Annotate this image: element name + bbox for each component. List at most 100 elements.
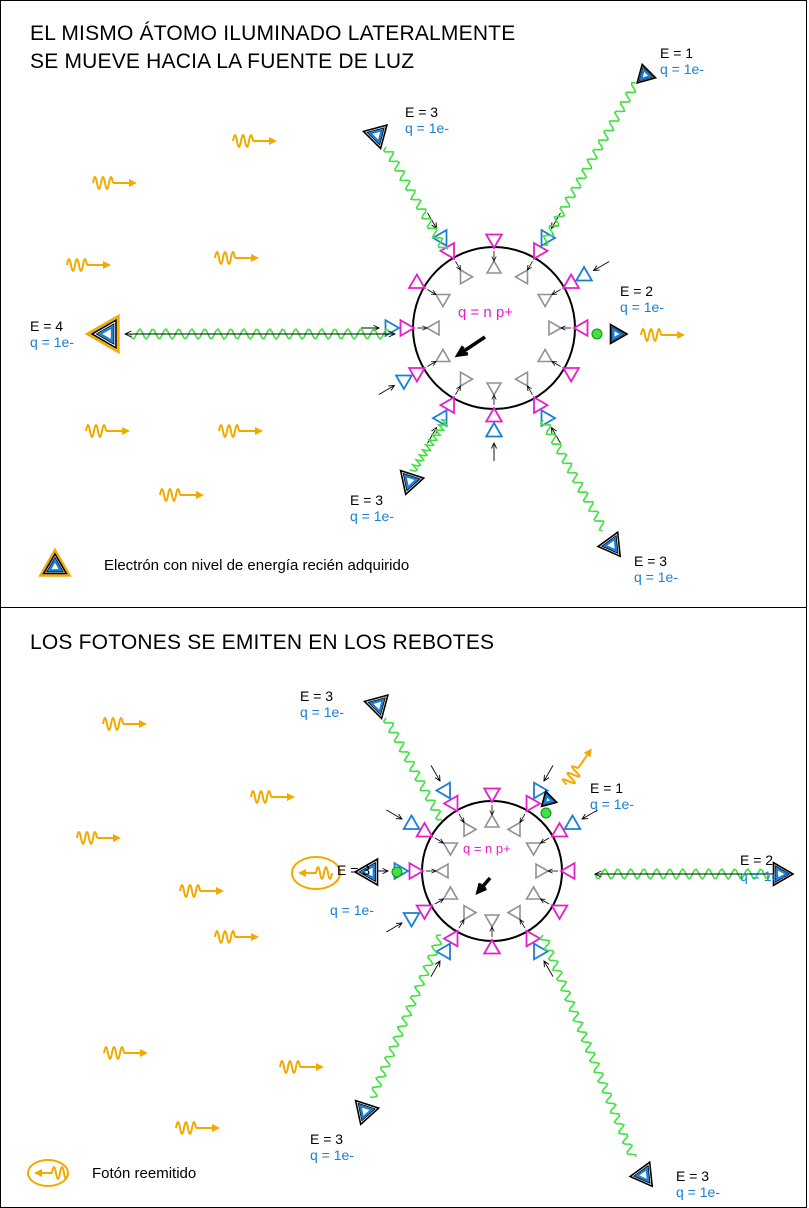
inner-force-arrow — [540, 837, 550, 844]
top-force-arrow-e4-head — [123, 330, 132, 338]
bottom-wave-e3a — [382, 717, 442, 821]
inner-charge-triangle — [463, 821, 478, 838]
inner-force-arrow — [540, 898, 550, 905]
bottom-nucleus-charge-label: q = n p+ — [463, 841, 511, 856]
inner-force-arrow-head — [459, 817, 465, 824]
inner-force-arrow-head — [456, 264, 461, 271]
top-electron-label: E = 3 q = 1e- — [405, 104, 449, 136]
inner-force-arrow-head — [527, 385, 532, 392]
bound-electron-force-arrow-head — [581, 813, 589, 820]
bound-electron-force-arrow-head — [434, 774, 441, 782]
inner-force-arrow-head — [430, 290, 437, 295]
energy-label: E = 2 — [620, 283, 654, 299]
inner-force-arrow — [427, 289, 437, 295]
outer-charge-triangle — [572, 318, 589, 338]
bound-electron-icon — [533, 942, 550, 961]
incident-photon-icon — [218, 424, 264, 438]
inner-charge-triangle — [506, 821, 521, 838]
inner-charge-triangle — [442, 842, 459, 857]
inner-force-arrow-head — [422, 325, 428, 331]
inner-force-arrow — [519, 813, 526, 823]
outer-charge-triangle — [484, 233, 504, 250]
electron-core — [47, 558, 63, 572]
electron-core — [639, 67, 653, 81]
outer-charge-triangle — [399, 318, 416, 338]
incident-photon-icon — [159, 488, 205, 502]
energy-label: E = 3 — [300, 688, 334, 704]
bound-electron-icon — [384, 318, 401, 338]
inner-force-arrow — [527, 385, 533, 395]
inner-force-arrow-head — [539, 898, 546, 904]
charge-label: q = 1e- — [350, 508, 394, 524]
top-motion-arrow-head — [454, 345, 469, 358]
energy-label: E = 2 — [740, 852, 774, 868]
charge-label: q = 1e- — [405, 120, 449, 136]
bottom-electron-label: E = 2 q = 1e- — [740, 852, 784, 884]
bound-electron-force-arrow — [581, 809, 598, 820]
bottom-electron-label: E = 3 q = 1e- — [676, 1168, 720, 1200]
inner-charge-triangle — [425, 319, 440, 337]
bound-electron-icon — [484, 421, 504, 438]
inner-force-arrow — [551, 361, 561, 367]
top-wave-e1 — [542, 82, 637, 246]
energy-label: E = 3 — [350, 492, 384, 508]
energy-label: E = 1 — [590, 780, 624, 796]
bottom-electron-label: E = 3 q = 1e- — [310, 1131, 354, 1163]
incident-photon-icon — [179, 884, 225, 898]
inner-force-arrow-head — [519, 918, 525, 925]
charge-label: q = 1e- — [634, 569, 678, 585]
bottom-electron-label: q = 1e- — [330, 902, 374, 918]
charge-label: q = 1e- — [590, 796, 634, 812]
inner-force-arrow — [519, 919, 526, 929]
bound-electron-icon — [402, 813, 421, 830]
electron-core — [612, 327, 624, 341]
bound-electron-force-arrow-head — [388, 384, 396, 391]
bound-electron-force-arrow — [430, 960, 441, 977]
inner-force-arrow-head — [438, 898, 445, 904]
inner-charge-triangle — [485, 382, 503, 397]
energy-label: E = 3 — [676, 1168, 710, 1184]
inner-force-arrow-head — [456, 385, 461, 392]
bound-electron-force-arrow — [386, 809, 403, 820]
bound-electron-force-arrow — [430, 765, 441, 782]
bound-electron-force-arrow — [386, 922, 403, 933]
bottom-electron-label: E = 3 — [337, 862, 370, 878]
charge-label: q = 1e- — [660, 61, 704, 77]
energy-label: E = 3 — [310, 1131, 344, 1147]
top-electron-label: E = 3 q = 1e- — [634, 553, 678, 585]
inner-force-arrow — [427, 361, 437, 367]
bound-electron-icon — [434, 781, 451, 800]
inner-force-arrow — [458, 813, 465, 823]
inner-force-arrow-head — [489, 810, 495, 816]
inner-force-arrow — [551, 289, 561, 295]
bound-electron-icon — [574, 265, 594, 282]
bound-electron-force-arrow — [378, 385, 395, 395]
inner-charge-triangle — [548, 319, 563, 337]
charge-label: q = 1e- — [300, 704, 344, 720]
charge-label: q = 1e- — [310, 1147, 354, 1163]
inner-charge-triangle — [463, 904, 478, 921]
bound-electron-force-arrow-head — [490, 441, 498, 449]
electron-core — [367, 128, 384, 145]
bound-electron-force-arrow-head — [543, 960, 550, 968]
bound-electron-icon — [540, 228, 557, 248]
inner-force-arrow-head — [551, 361, 558, 366]
top-electron-e4 — [84, 313, 120, 355]
bound-electron-force-arrow-head — [395, 813, 403, 820]
top-legend-text: Electrón con nivel de energía recién adq… — [104, 557, 410, 574]
incident-photon-icon — [66, 258, 112, 272]
inner-force-arrow — [455, 261, 461, 271]
incident-photon-icon — [92, 176, 138, 190]
top-title-line1: EL MISMO ÁTOMO ILUMINADO LATERALMENTE — [30, 22, 516, 45]
outer-charge-triangle — [561, 367, 581, 384]
inner-force-arrow-head — [560, 325, 566, 331]
bound-electron-force-arrow-head — [592, 265, 600, 272]
charge-label: q = 1e- — [740, 868, 784, 884]
bound-electron-icon — [563, 813, 582, 830]
inner-charge-triangle — [535, 862, 550, 880]
outer-charge-triangle — [482, 938, 502, 955]
inner-force-arrow-head — [431, 868, 437, 874]
top-electron-e3a — [361, 123, 389, 151]
bound-electron-icon — [434, 942, 451, 961]
